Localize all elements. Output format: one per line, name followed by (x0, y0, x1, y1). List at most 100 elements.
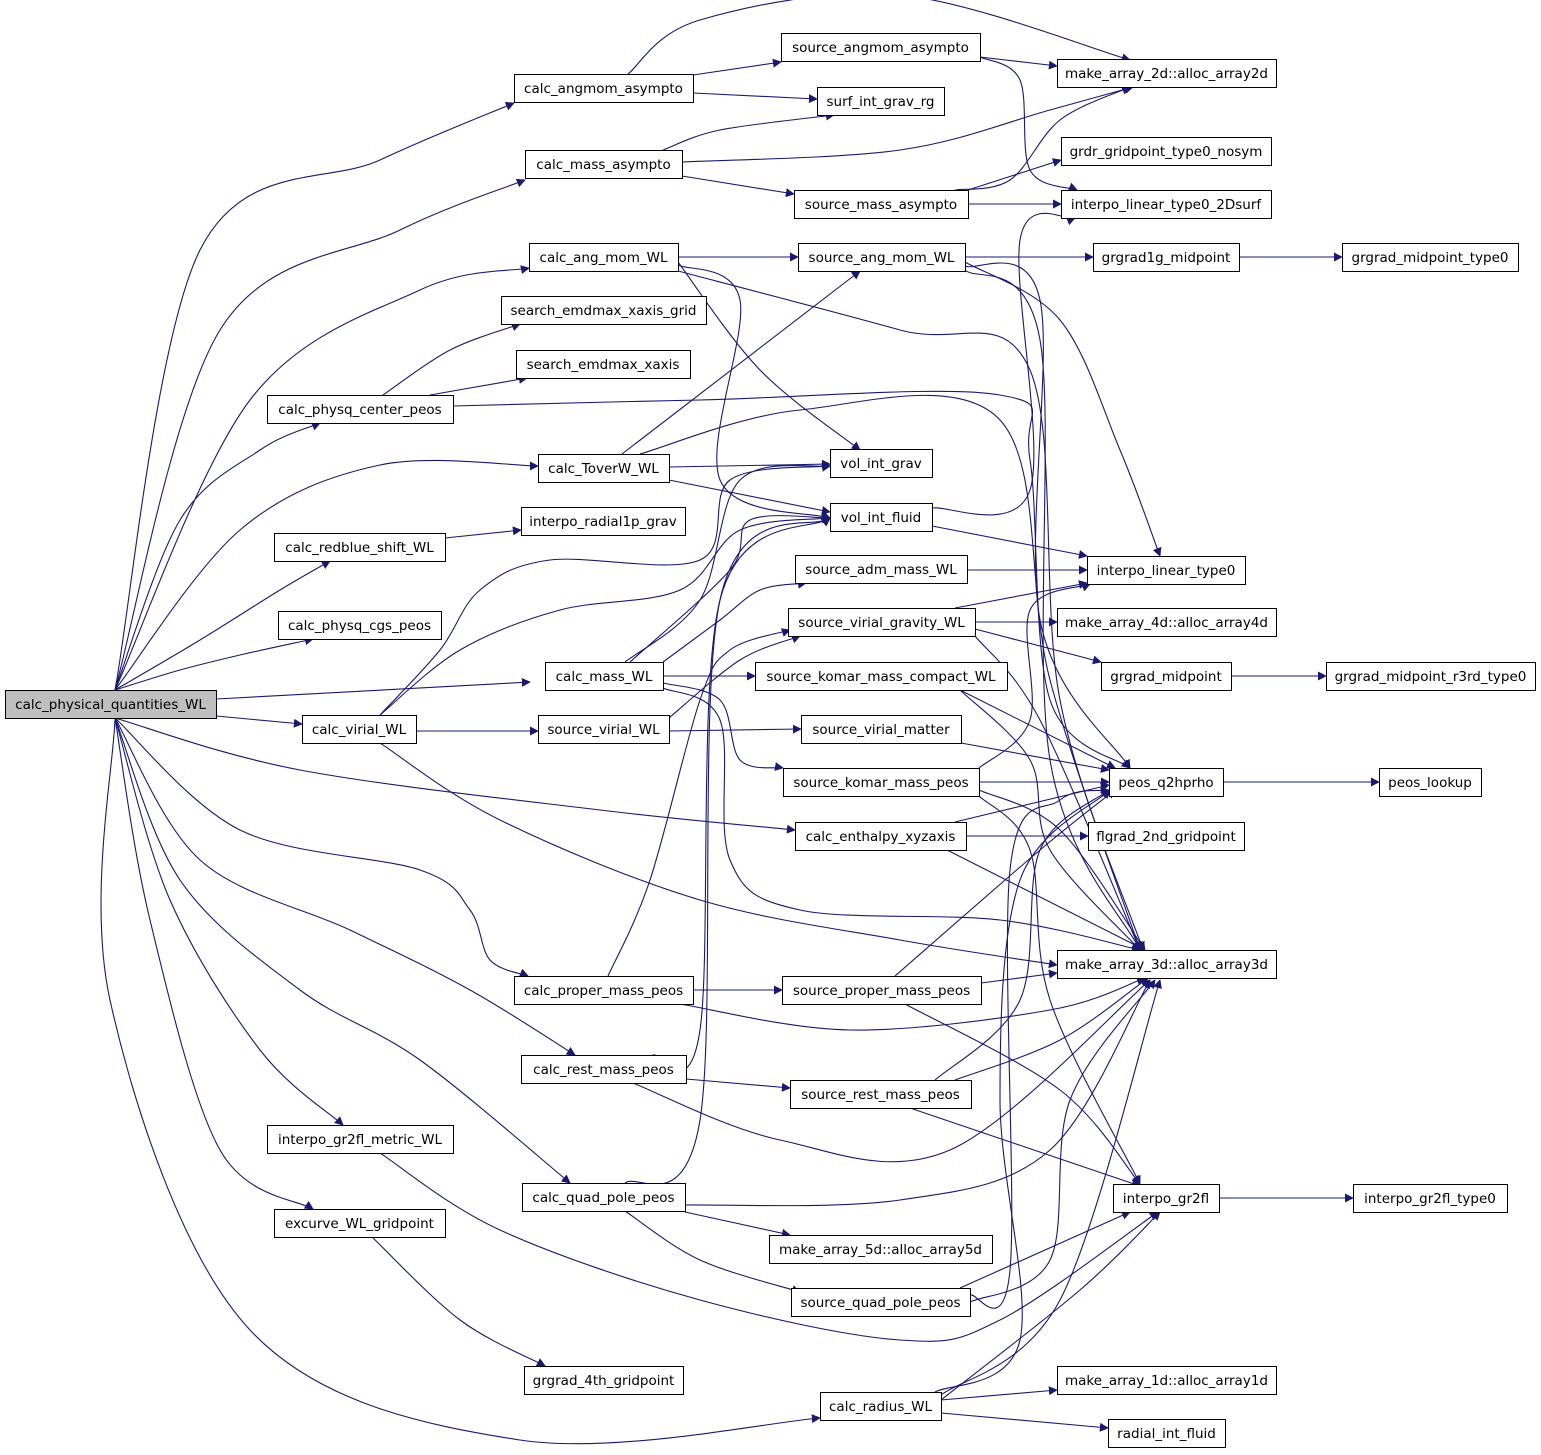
node-toverw[interactable]: calc_ToverW_WL (538, 454, 670, 483)
node-vol-grav[interactable]: vol_int_grav (830, 449, 933, 478)
node-label: interpo_linear_type0_2Dsurf (1071, 197, 1263, 213)
node-peos-q2hprho[interactable]: peos_q2hprho (1109, 768, 1224, 797)
node-vol-fluid[interactable]: vol_int_fluid (830, 503, 933, 532)
node-label: grgrad1g_midpoint (1102, 250, 1231, 266)
node-box (274, 533, 446, 562)
node-box (769, 1235, 993, 1264)
node-interpo-2dsurf[interactable]: interpo_linear_type0_2Dsurf (1061, 190, 1272, 219)
node-label: calc_rest_mass_peos (533, 1062, 674, 1078)
node-src-virial-wl[interactable]: source_virial_WL (538, 715, 670, 744)
node-label: source_virial_gravity_WL (798, 615, 965, 631)
node-radial-int[interactable]: radial_int_fluid (1108, 1419, 1226, 1448)
edge-src_angmom_asy-to-alloc2d (979, 56, 1058, 70)
node-grgrad-mid-r3rd[interactable]: grgrad_midpoint_r3rd_type0 (1326, 662, 1536, 691)
edge-root-to-rest_mass (114, 717, 576, 1056)
node-physq-center[interactable]: calc_physq_center_peos (267, 395, 454, 424)
node-grgrad1g[interactable]: grgrad1g_midpoint (1093, 243, 1240, 272)
node-peos-lookup[interactable]: peos_lookup (1379, 768, 1482, 797)
node-search[interactable]: search_emdmax_xaxis (516, 350, 691, 379)
node-root[interactable]: calc_physical_quantities_WL (5, 690, 217, 719)
node-src-proper[interactable]: source_proper_mass_peos (782, 976, 982, 1005)
node-interpo-gr2fl[interactable]: interpo_gr2fl (1113, 1184, 1220, 1213)
node-rest-mass[interactable]: calc_rest_mass_peos (521, 1055, 687, 1084)
node-quad-pole[interactable]: calc_quad_pole_peos (522, 1183, 686, 1212)
node-alloc4d[interactable]: make_array_4d::alloc_array4d (1057, 608, 1277, 637)
node-grgrad-mid[interactable]: grgrad_midpoint (1101, 662, 1232, 691)
node-interpo-gr2fl-t0[interactable]: interpo_gr2fl_type0 (1353, 1184, 1508, 1213)
node-box (798, 243, 966, 272)
node-angmom-asy[interactable]: calc_angmom_asympto (514, 74, 694, 103)
node-enthalpy[interactable]: calc_enthalpy_xyzaxis (795, 822, 967, 851)
edge-mass_asy-to-alloc2d (681, 84, 1134, 163)
node-box (302, 715, 417, 744)
edge-rest_mass-to-src_rest (685, 1078, 791, 1092)
node-flgrad[interactable]: flgrad_2nd_gridpoint (1088, 822, 1245, 851)
node-label: calc_physq_cgs_peos (288, 618, 431, 634)
edge-src_proper-to-alloc3d (980, 969, 1058, 984)
edge-src_vir_grav-to-interpo_linear (954, 580, 1088, 609)
node-box (820, 1392, 942, 1421)
node-excurve[interactable]: excurve_WL_gridpoint (274, 1209, 446, 1238)
node-physq-cgs[interactable]: calc_physq_cgs_peos (278, 611, 442, 640)
edge-src_komar_compact-to-alloc3d (959, 689, 1141, 951)
node-mass-wl[interactable]: calc_mass_WL (545, 662, 664, 691)
node-src-adm[interactable]: source_adm_mass_WL (795, 555, 968, 584)
node-interpo-radial[interactable]: interpo_radial1p_grav (521, 507, 686, 536)
node-grgrad-4th[interactable]: grgrad_4th_gridpoint (524, 1366, 684, 1395)
node-src-angmom-asy[interactable]: source_angmom_asympto (781, 33, 981, 62)
node-alloc2d[interactable]: make_array_2d::alloc_array2d (1057, 59, 1277, 88)
node-alloc5d[interactable]: make_array_5d::alloc_array5d (769, 1235, 993, 1264)
node-src-komar-compact[interactable]: source_komar_mass_compact_WL (755, 662, 1008, 691)
edge-excurve-to-grgrad_4th (371, 1236, 546, 1367)
node-label: calc_ang_mom_WL (540, 250, 668, 266)
node-proper-mass[interactable]: calc_proper_mass_peos (514, 976, 694, 1005)
edge-radius_wl-to-interpo_gr2fl (940, 1211, 1161, 1401)
node-box (1061, 137, 1272, 166)
node-grdr[interactable]: grdr_gridpoint_type0_nosym (1061, 137, 1272, 166)
node-alloc3d[interactable]: make_array_3d::alloc_array3d (1057, 950, 1277, 979)
node-box (1326, 662, 1536, 691)
node-box (1379, 768, 1482, 797)
node-redblue[interactable]: calc_redblue_shift_WL (274, 533, 446, 562)
node-src-vir-matter[interactable]: source_virial_matter (801, 715, 962, 744)
edge-angmom_asy-to-src_angmom_asy (692, 58, 782, 76)
edge-src_ang_mom_wl-to-interpo_linear (964, 261, 1162, 557)
node-box (1061, 190, 1272, 219)
edge-proper_mass-to-src_vir_grav (607, 628, 791, 977)
edge-src_proper-to-interpo_gr2fl (904, 1003, 1141, 1185)
node-box (790, 1080, 972, 1109)
node-interpo-linear[interactable]: interpo_linear_type0 (1087, 556, 1246, 585)
node-box (1057, 1366, 1277, 1395)
node-radius-wl[interactable]: calc_radius_WL (820, 1392, 942, 1421)
node-label: grgrad_midpoint_r3rd_type0 (1335, 669, 1527, 685)
node-virial-wl[interactable]: calc_virial_WL (302, 715, 417, 744)
edge-radius_wl-to-alloc3d (940, 979, 1162, 1396)
node-box (817, 87, 945, 116)
node-label: make_array_4d::alloc_array4d (1065, 615, 1268, 631)
node-mass-asy[interactable]: calc_mass_asympto (525, 150, 683, 179)
node-label: source_virial_matter (812, 722, 950, 738)
edge-root-to-toverw (114, 459, 539, 691)
node-interpo-gr2fl-metric[interactable]: interpo_gr2fl_metric_WL (267, 1125, 454, 1154)
node-label: calc_redblue_shift_WL (285, 540, 434, 556)
node-src-rest[interactable]: source_rest_mass_peos (790, 1080, 972, 1109)
node-box (788, 608, 976, 637)
node-box (267, 1125, 454, 1154)
node-surf-int[interactable]: surf_int_grav_rg (817, 87, 945, 116)
node-src-vir-grav[interactable]: source_virial_gravity_WL (788, 608, 976, 637)
node-grgrad-mid-t0[interactable]: grgrad_midpoint_type0 (1342, 243, 1519, 272)
node-box (524, 1366, 684, 1395)
node-src-quad[interactable]: source_quad_pole_peos (791, 1288, 971, 1317)
edge-src_komar_peos-to-interpo_linear (978, 583, 1091, 769)
edge-physq_center-to-peos_q2hprho (452, 390, 1131, 769)
node-ang-mom-wl[interactable]: calc_ang_mom_WL (529, 243, 679, 272)
node-src-ang-mom-wl[interactable]: source_ang_mom_WL (798, 243, 966, 272)
node-search-grid[interactable]: search_emdmax_xaxis_grid (501, 296, 707, 325)
edge-virial_wl-to-alloc3d (379, 742, 1058, 969)
edge-angmom_asy-to-surf_int (692, 92, 818, 104)
node-alloc1d[interactable]: make_array_1d::alloc_array1d (1057, 1366, 1277, 1395)
node-src-mass-asy[interactable]: source_mass_asympto (794, 190, 969, 219)
node-src-komar-peos[interactable]: source_komar_mass_peos (783, 768, 980, 797)
node-box (830, 449, 933, 478)
edge-angmom_asy-to-alloc2d (627, 0, 1131, 75)
